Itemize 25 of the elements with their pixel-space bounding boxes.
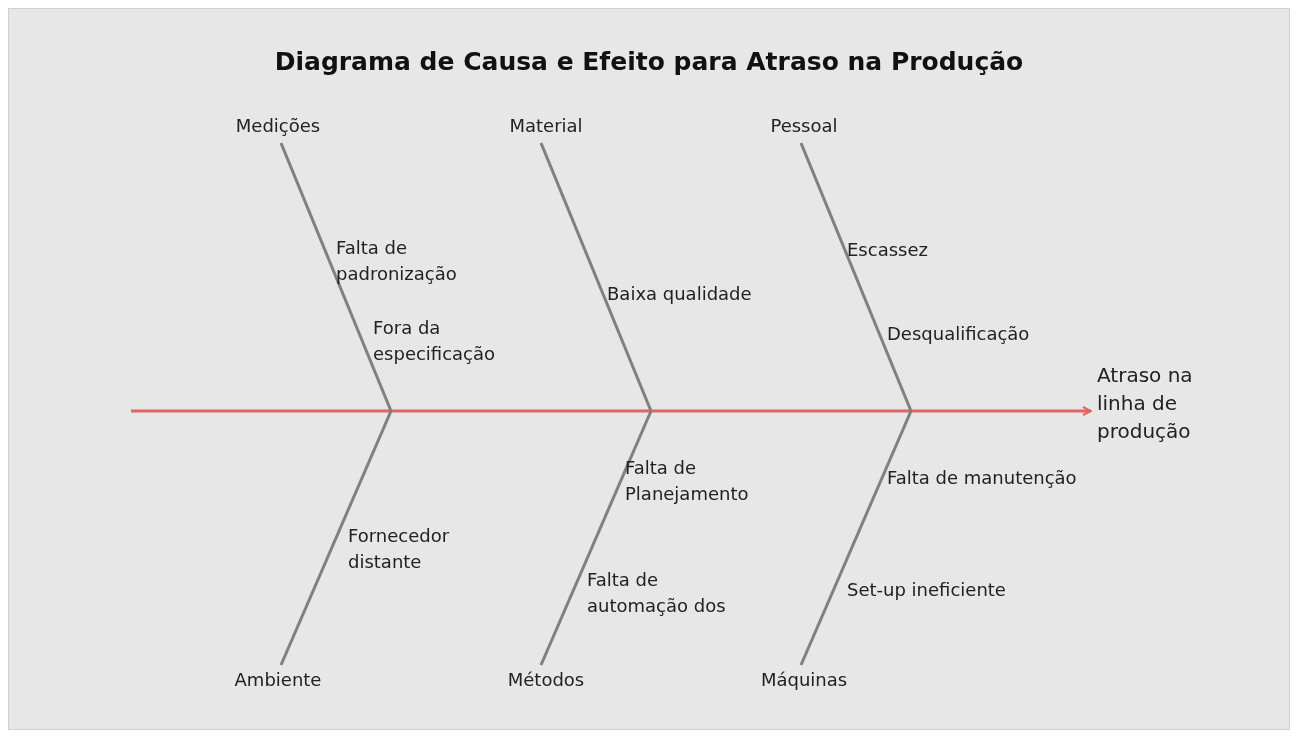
cause-label: Falta de padronização [336, 236, 458, 286]
diagram-title: Diagrama de Causa e Efeito para Atraso na Produção [273, 47, 1025, 76]
spine-arrow [131, 406, 1092, 416]
cause-label: Baixa qualidade [607, 282, 753, 306]
cause-label: Set-up ineficiente [847, 578, 1007, 602]
category-label: Métodos [491, 667, 601, 693]
cause-label: Desqualificação [887, 322, 1031, 346]
cause-label: Escassez [847, 238, 929, 262]
cause-label: Falta de Planejamento [625, 456, 750, 506]
category-label: Material [491, 113, 601, 139]
cause-label: Fora da especificação [373, 316, 497, 366]
bone-line [539, 142, 653, 412]
category-label: Medições [223, 113, 333, 139]
bone-line [279, 142, 393, 412]
bone-line [279, 410, 393, 666]
cause-label: Fornecedor distante [348, 524, 451, 574]
category-label: Máquinas [749, 667, 859, 693]
bone-line [799, 410, 913, 666]
effect-label: Atraso na linha de produção [1097, 361, 1227, 445]
bone-line [539, 410, 653, 666]
bone-line [799, 142, 913, 412]
cause-label: Falta de manutenção [887, 466, 1078, 490]
category-label: Pessoal [749, 113, 859, 139]
category-label: Ambiente [223, 667, 333, 693]
cause-label: Falta de automação dos [587, 568, 727, 618]
